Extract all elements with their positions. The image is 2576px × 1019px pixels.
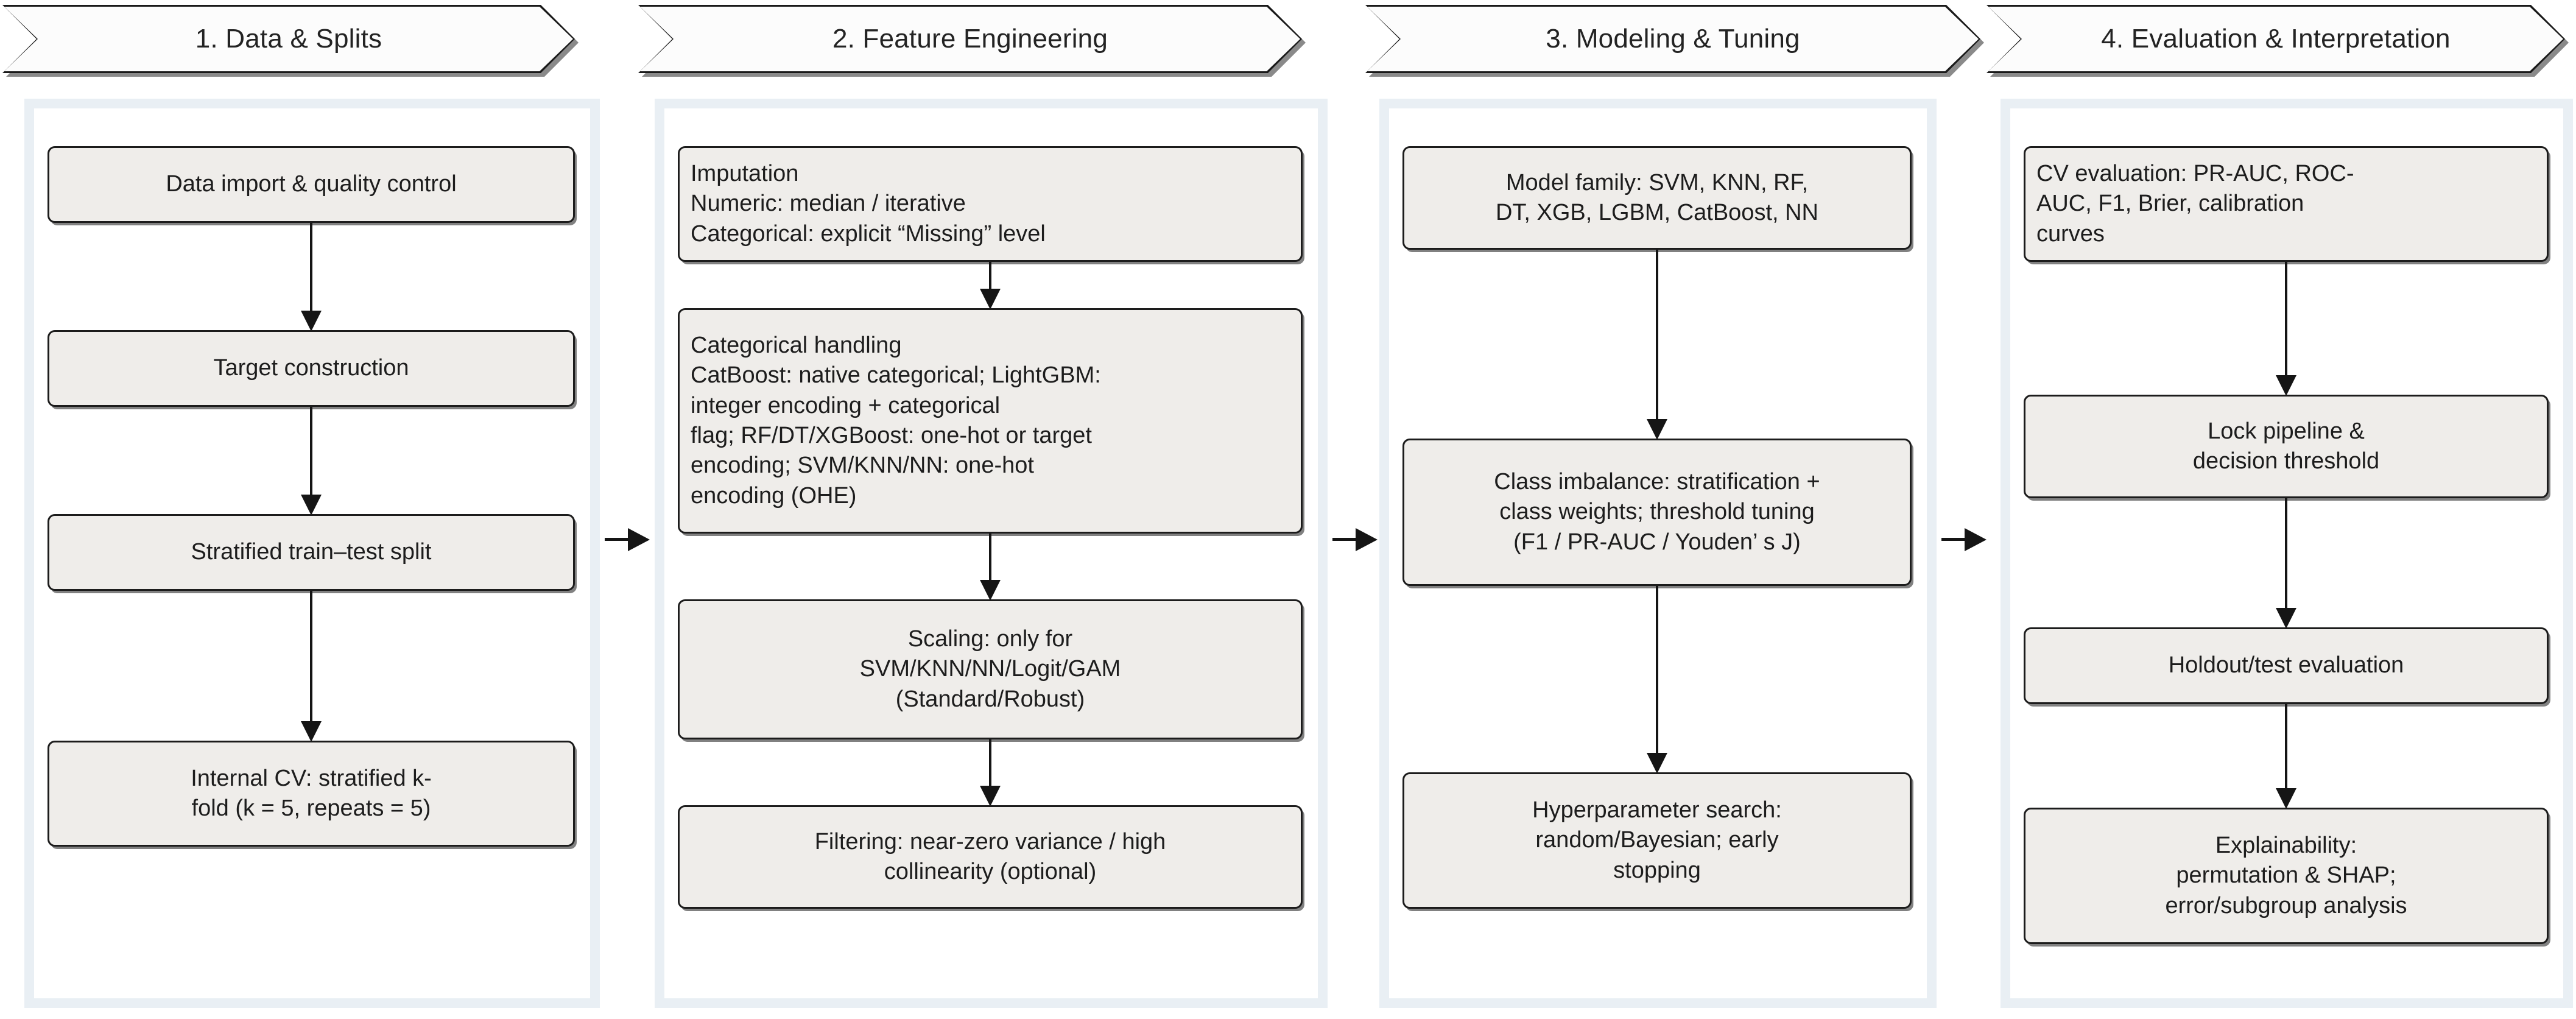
stage-header-label-2: 2. Feature Engineering [832,24,1108,54]
node-label: Categorical handling CatBoost: native ca… [691,332,1101,509]
connector-line-2-1 [989,262,991,303]
chevron-inner-2: 2. Feature Engineering [640,7,1300,71]
stage-panel-4: CV evaluation: PR-AUC, ROC- AUC, F1, Bri… [2001,99,2573,1008]
stage-panel-3: Model family: SVM, KNN, RF, DT, XGB, LGB… [1379,99,1937,1008]
node-internal-cv[interactable]: Internal CV: stratified k- fold (k = 5, … [48,741,575,847]
node-holdout-test-evaluation[interactable]: Holdout/test evaluation [2024,627,2549,704]
node-categorical-handling[interactable]: Categorical handling CatBoost: native ca… [678,308,1303,534]
node-label: Model family: SVM, KNN, RF, DT, XGB, LGB… [1495,169,1819,225]
node-lock-pipeline[interactable]: Lock pipeline & decision threshold [2024,395,2549,498]
stage-panel-2: Imputation Numeric: median / iterative C… [655,99,1328,1008]
stage-connector-arrowhead-2-3 [1356,528,1378,551]
connector-arrowhead-4-2 [2276,608,2296,629]
connector-line-4-2 [2285,498,2287,622]
chevron-inner-3: 3. Modeling & Tuning [1367,7,1979,71]
connector-arrowhead-2-2 [980,580,1001,601]
node-label: Class imbalance: stratification + class … [1494,468,1820,555]
stage-panel-inner-1: Data import & quality control Target con… [34,108,590,998]
connector-line-4-1 [2285,262,2287,390]
connector-arrowhead-3-2 [1647,753,1667,774]
stage-header-label-3: 3. Modeling & Tuning [1546,24,1800,54]
connector-arrowhead-3-1 [1647,419,1667,440]
connector-arrowhead-2-1 [980,289,1001,309]
connector-arrowhead-1-1 [301,311,322,331]
connector-line-2-2 [989,534,991,594]
stage-connector-line-1-2 [605,538,641,541]
stage-header-label-1: 1. Data & Splits [195,24,382,54]
connector-line-1-1 [310,223,312,325]
connector-arrowhead-1-2 [301,495,322,515]
stage-panel-1: Data import & quality control Target con… [24,99,600,1008]
node-target-construction[interactable]: Target construction [48,330,575,407]
stage-header-label-4: 4. Evaluation & Interpretation [2101,24,2451,54]
node-stratified-train-test-split[interactable]: Stratified train–test split [48,514,575,591]
node-explainability[interactable]: Explainability: permutation & SHAP; erro… [2024,808,2549,944]
node-hyperparameter-search[interactable]: Hyperparameter search: random/Bayesian; … [1402,772,1912,909]
connector-arrowhead-2-3 [980,786,1001,806]
chevron-inner-4: 4. Evaluation & Interpretation [1988,7,2563,71]
connector-line-1-3 [310,591,312,736]
node-class-imbalance[interactable]: Class imbalance: stratification + class … [1402,439,1912,586]
node-label: Filtering: near-zero variance / high col… [814,828,1166,884]
chevron-inner-1: 1. Data & Splits [4,7,573,71]
stage-connector-line-3-4 [1941,538,1978,541]
stage-connector-arrowhead-1-2 [628,528,650,551]
connector-arrowhead-1-3 [301,721,322,742]
node-label: Data import & quality control [166,171,457,197]
node-label: Hyperparameter search: random/Bayesian; … [1532,797,1782,883]
node-scaling[interactable]: Scaling: only for SVM/KNN/NN/Logit/GAM (… [678,599,1303,739]
stage-connector-arrowhead-3-4 [1965,528,1987,551]
chevron-header-2[interactable]: 2. Feature Engineering [638,5,1302,73]
connector-line-3-1 [1656,250,1658,434]
connector-arrowhead-4-3 [2276,788,2296,809]
connector-arrowhead-4-1 [2276,375,2296,396]
node-data-import-quality-control[interactable]: Data import & quality control [48,146,575,223]
connector-line-2-3 [989,739,991,800]
node-label: Stratified train–test split [191,539,432,565]
stage-connector-line-2-3 [1332,538,1369,541]
node-label: Internal CV: stratified k- fold (k = 5, … [191,765,432,821]
stage-panel-inner-2: Imputation Numeric: median / iterative C… [664,108,1318,998]
node-label: Imputation Numeric: median / iterative C… [691,160,1046,247]
chevron-header-4[interactable]: 4. Evaluation & Interpretation [1987,5,2565,73]
stage-header-band: 1. Data & Splits 2. Feature Engineering … [0,0,2576,79]
connector-line-3-2 [1656,586,1658,767]
node-model-family[interactable]: Model family: SVM, KNN, RF, DT, XGB, LGB… [1402,146,1912,250]
node-label: Target construction [213,355,409,381]
stage-panel-inner-3: Model family: SVM, KNN, RF, DT, XGB, LGB… [1389,108,1927,998]
node-cv-evaluation[interactable]: CV evaluation: PR-AUC, ROC- AUC, F1, Bri… [2024,146,2549,262]
connector-line-1-2 [310,407,312,509]
node-label: Explainability: permutation & SHAP; erro… [2165,832,2407,919]
node-label: Holdout/test evaluation [2168,652,2404,679]
chevron-header-1[interactable]: 1. Data & Splits [2,5,575,73]
node-label: Scaling: only for SVM/KNN/NN/Logit/GAM (… [859,626,1121,712]
node-label: CV evaluation: PR-AUC, ROC- AUC, F1, Bri… [2036,160,2354,247]
connector-line-4-3 [2285,704,2287,803]
node-label: Lock pipeline & decision threshold [2192,418,2380,474]
node-imputation[interactable]: Imputation Numeric: median / iterative C… [678,146,1303,262]
chevron-header-3[interactable]: 3. Modeling & Tuning [1365,5,1980,73]
stage-panel-inner-4: CV evaluation: PR-AUC, ROC- AUC, F1, Bri… [2010,108,2563,998]
node-filtering[interactable]: Filtering: near-zero variance / high col… [678,805,1303,909]
